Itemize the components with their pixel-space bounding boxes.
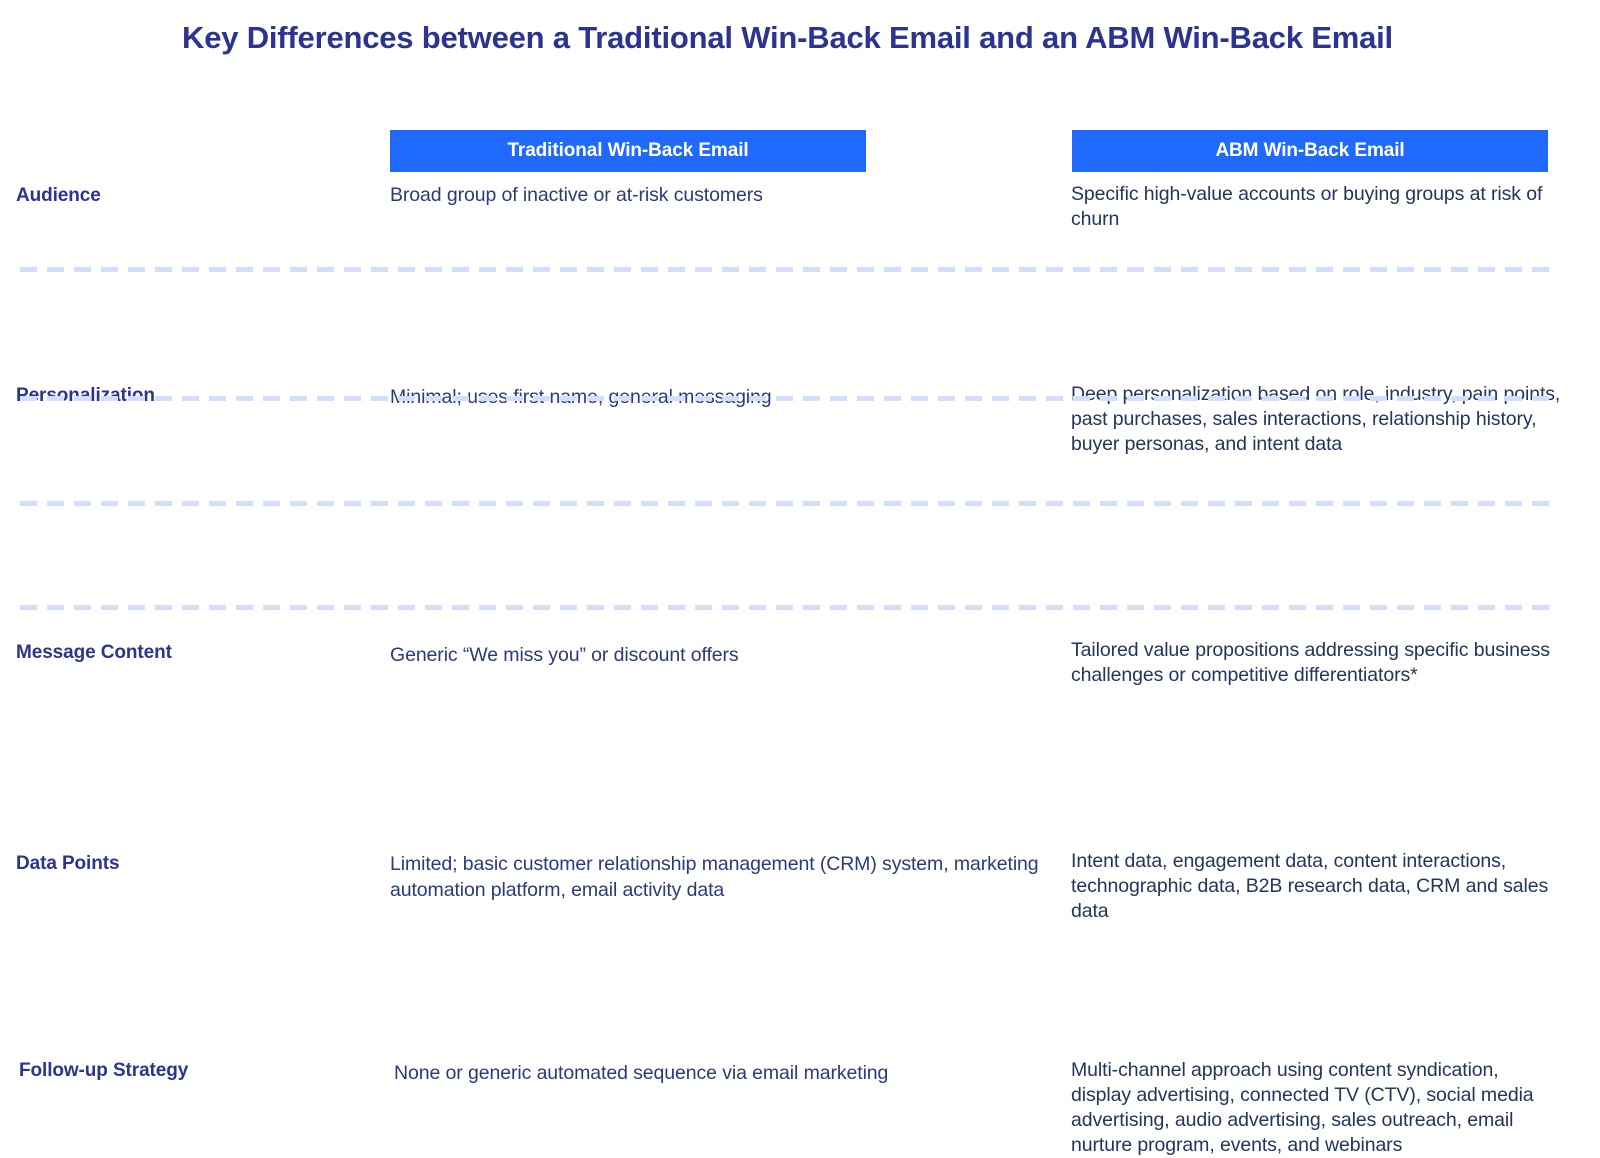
row-divider bbox=[20, 605, 1555, 610]
cell-abm: Multi-channel approach using content syn… bbox=[1071, 1059, 1534, 1156]
table-row: Personalization Minimal; uses first name… bbox=[0, 267, 1600, 455]
cell-traditional: None or generic automated sequence via e… bbox=[394, 1062, 889, 1084]
column-header-traditional-label: Traditional Win-Back Email bbox=[507, 140, 749, 161]
cell-traditional: Broad group of inactive or at-risk custo… bbox=[390, 184, 763, 206]
column-header-abm-label: ABM Win-Back Email bbox=[1215, 140, 1405, 161]
comparison-table: Audience Broad group of inactive or at-r… bbox=[0, 172, 1600, 1156]
cell-abm: Specific high-value accounts or buying g… bbox=[1071, 183, 1543, 230]
column-header-traditional: Traditional Win-Back Email bbox=[390, 130, 866, 172]
cell-traditional: Limited; basic customer relationship man… bbox=[390, 853, 1039, 901]
row-divider bbox=[20, 267, 1555, 272]
row-divider bbox=[20, 501, 1555, 506]
table-row: Data Points Limited; basic customer rela… bbox=[0, 501, 1600, 922]
row-label: Message Content bbox=[16, 642, 172, 663]
cell-abm: Intent data, engagement data, content in… bbox=[1071, 850, 1549, 922]
row-divider bbox=[20, 396, 1555, 401]
cell-abm: Tailored value propositions addressing s… bbox=[1071, 639, 1550, 686]
row-label: Audience bbox=[16, 185, 101, 206]
table-row: Message Content Generic “We miss you” or… bbox=[0, 396, 1600, 686]
row-label: Data Points bbox=[16, 853, 120, 874]
column-header-abm: ABM Win-Back Email bbox=[1072, 130, 1548, 172]
row-label: Follow-up Strategy bbox=[19, 1060, 189, 1081]
table-row: Follow-up Strategy None or generic autom… bbox=[0, 605, 1600, 1156]
cell-traditional: Generic “We miss you” or discount offers bbox=[390, 644, 739, 666]
table-row: Audience Broad group of inactive or at-r… bbox=[0, 172, 1600, 267]
page-title: Key Differences between a Traditional Wi… bbox=[182, 20, 1393, 55]
